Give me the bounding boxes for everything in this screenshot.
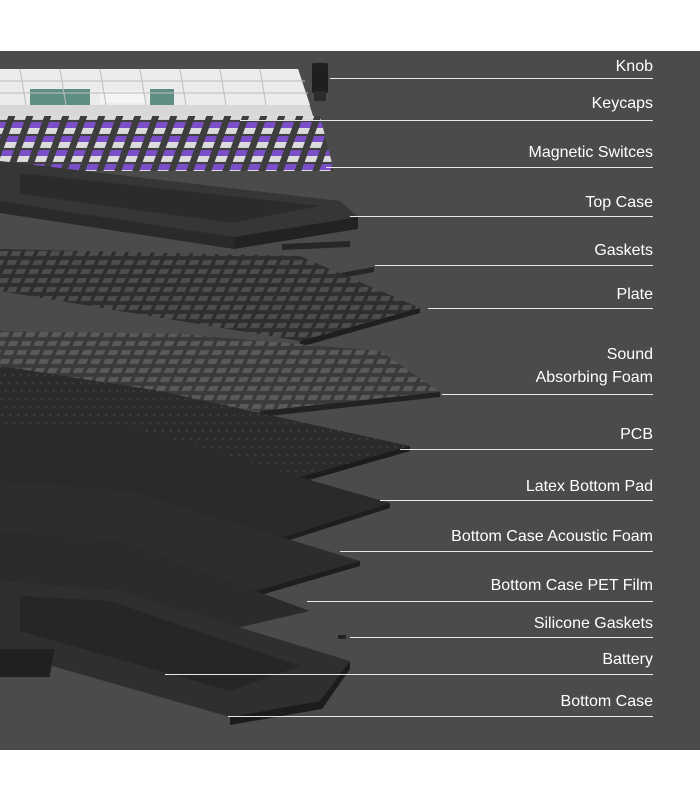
top-case-layer [0, 161, 358, 249]
exploded-view-panel: Knob Keycaps Magnetic Switces Top Case G… [0, 51, 700, 750]
label-knob: Knob [615, 58, 653, 75]
pcb-rule [400, 449, 653, 450]
battery-layer [0, 649, 55, 677]
top-case-rule [350, 216, 653, 217]
foam-layer [0, 331, 440, 417]
switches-layer [0, 116, 334, 171]
knob-layer [312, 63, 328, 101]
label-pcb: PCB [620, 426, 653, 443]
plate-rule [428, 308, 653, 309]
gaskets-rule [375, 265, 653, 266]
label-keycaps: Keycaps [591, 95, 653, 112]
acoustic-foam-rule [340, 551, 653, 552]
label-sound-absorbing-foam: Sound Absorbing Foam [536, 343, 653, 389]
keyboard-exploded-illustration [0, 63, 440, 725]
label-gaskets: Gaskets [594, 242, 653, 259]
label-top-case: Top Case [585, 194, 653, 211]
battery-rule [165, 674, 653, 675]
label-bottom-case-pet-film: Bottom Case PET Film [490, 577, 653, 594]
label-plate: Plate [616, 286, 653, 303]
keycaps-rule [240, 120, 653, 121]
latex-pad-rule [380, 500, 653, 501]
label-silicone-gaskets: Silicone Gaskets [533, 615, 653, 632]
bottom-case-layer [0, 581, 350, 725]
pet-film-rule [307, 601, 653, 602]
label-bottom-case-acoustic-foam: Bottom Case Acoustic Foam [451, 528, 653, 545]
label-magnetic-switches: Magnetic Switces [528, 144, 654, 161]
label-bottom-case: Bottom Case [560, 693, 653, 710]
pet-film-layer [0, 531, 310, 641]
label-sound-line2: Absorbing Foam [535, 369, 653, 386]
knob-rule [330, 78, 653, 79]
plate-layer [0, 249, 420, 347]
silicone-gaskets-rule [350, 637, 653, 638]
switches-rule [326, 167, 653, 168]
silicone-gaskets-layer [338, 635, 346, 639]
label-sound-line1: Sound [606, 346, 653, 363]
foam-rule [442, 394, 653, 395]
label-latex-bottom-pad: Latex Bottom Pad [525, 478, 653, 495]
label-battery: Battery [602, 651, 653, 668]
keycaps-layer [0, 68, 314, 119]
bottom-case-rule [228, 716, 653, 717]
